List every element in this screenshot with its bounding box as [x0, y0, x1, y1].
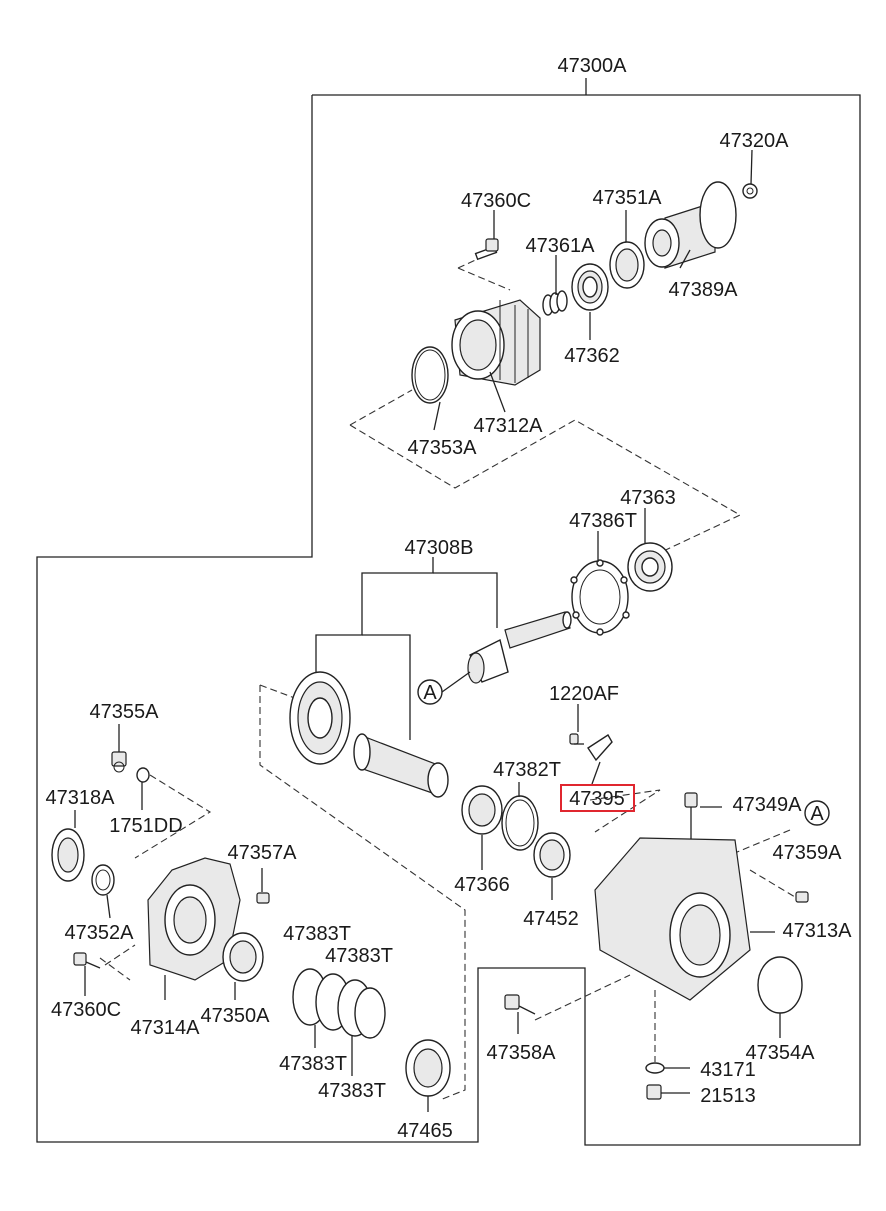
- assembly-label[interactable]: 47300A: [558, 55, 628, 77]
- pin-47357A: [256, 892, 270, 904]
- bearing-47465: [405, 1039, 451, 1097]
- highlight-box-47395: [560, 784, 635, 812]
- part-label-47363[interactable]: 47363: [620, 487, 676, 509]
- washer-43171: [645, 1062, 665, 1074]
- part-label-1220AF[interactable]: 1220AF: [549, 683, 619, 705]
- part-label-47366[interactable]: 47366: [454, 874, 510, 896]
- transfer-case-housing-47312A: [451, 299, 541, 386]
- part-label-47360C-bottom[interactable]: 47360C: [51, 999, 121, 1021]
- part-label-47349A[interactable]: 47349A: [733, 794, 803, 816]
- assembly-boundary: [36, 78, 861, 1146]
- part-label-47383T-c[interactable]: 47383T: [279, 1053, 347, 1075]
- companion-flange-47389A: [644, 181, 737, 269]
- part-label-47308B[interactable]: 47308B: [405, 537, 474, 559]
- circle-ref-right: A: [804, 800, 830, 826]
- assembly-guide-lines: [99, 257, 801, 1101]
- part-label-47359A[interactable]: 47359A: [773, 842, 843, 864]
- seal-47350A: [222, 932, 264, 982]
- part-label-47313A[interactable]: 47313A: [783, 920, 853, 942]
- part-label-47395[interactable]: 47395: [569, 788, 625, 810]
- part-label-43171[interactable]: 43171: [700, 1059, 756, 1081]
- bearing-47366: [461, 785, 503, 835]
- part-label-21513[interactable]: 21513: [700, 1085, 756, 1107]
- bearing-47362: [571, 263, 609, 311]
- part-label-47361A[interactable]: 47361A: [526, 235, 596, 257]
- part-label-47352A[interactable]: 47352A: [65, 922, 135, 944]
- part-label-47314A[interactable]: 47314A: [131, 1017, 201, 1039]
- bolt-1220AF: [569, 733, 584, 745]
- bolt-47358A: [504, 994, 536, 1015]
- drain-plug-21513: [646, 1084, 662, 1100]
- circle-ref-right-text: A: [810, 803, 824, 825]
- part-label-47320A[interactable]: 47320A: [720, 130, 790, 152]
- o-ring-1751DD: [136, 767, 150, 783]
- part-label-47350A[interactable]: 47350A: [201, 1005, 271, 1027]
- snap-ring-47353A: [411, 346, 449, 404]
- part-label-47362[interactable]: 47362: [564, 345, 620, 367]
- breather-47349A: [684, 792, 698, 845]
- pinion-gear-shaft-47308B: [467, 611, 572, 684]
- part-label-47351A[interactable]: 47351A: [593, 187, 663, 209]
- bracket-47395: [587, 734, 613, 762]
- part-label-47452[interactable]: 47452: [523, 908, 579, 930]
- seal-47452: [533, 832, 571, 878]
- part-label-47354A[interactable]: 47354A: [746, 1042, 816, 1064]
- oil-seal-47351A: [609, 241, 645, 289]
- bearing-47363: [627, 542, 673, 592]
- seal-47352A: [91, 864, 115, 896]
- part-label-47383T-d[interactable]: 47383T: [318, 1080, 386, 1102]
- ring-gear-47308B: [289, 671, 351, 765]
- part-label-47382T[interactable]: 47382T: [493, 759, 561, 781]
- part-label-47465[interactable]: 47465: [397, 1120, 453, 1142]
- bolt-47360C-top: [474, 238, 499, 261]
- shim-47382T: [501, 795, 539, 851]
- part-label-47386T[interactable]: 47386T: [569, 510, 637, 532]
- circle-ref-left: A: [417, 679, 443, 705]
- nut-47320A: [742, 183, 758, 199]
- bolt-47360C-bottom: [73, 952, 101, 969]
- o-ring-47354A: [757, 956, 803, 1014]
- part-labels: 47320A 47360C 47351A 47361A 47389A 47362…: [46, 130, 853, 1142]
- part-label-47312A[interactable]: 47312A: [474, 415, 544, 437]
- part-label-47355A[interactable]: 47355A: [90, 701, 160, 723]
- cover-47314A: [147, 857, 241, 981]
- part-label-47358A[interactable]: 47358A: [487, 1042, 557, 1064]
- differential-shaft: [353, 733, 449, 798]
- seal-47318A: [51, 828, 85, 882]
- circle-ref-left-text: A: [423, 682, 437, 704]
- spring-47361A: [542, 290, 568, 316]
- shim-47386T: [570, 559, 630, 636]
- leader-lines: [74, 149, 781, 1112]
- pin-47359A: [795, 891, 809, 903]
- plug-47355A: [111, 751, 127, 773]
- part-label-47360C-top[interactable]: 47360C: [461, 190, 531, 212]
- part-label-47383T-a[interactable]: 47383T: [283, 923, 351, 945]
- part-label-47357A[interactable]: 47357A: [228, 842, 298, 864]
- part-label-47389A[interactable]: 47389A: [669, 279, 739, 301]
- transfer-case-47313A: [594, 837, 751, 1001]
- part-label-47383T-b[interactable]: 47383T: [325, 945, 393, 967]
- part-label-47318A[interactable]: 47318A: [46, 787, 116, 809]
- part-label-47353A[interactable]: 47353A: [408, 437, 478, 459]
- shims-47383T: [292, 968, 386, 1039]
- part-label-1751DD[interactable]: 1751DD: [109, 815, 182, 837]
